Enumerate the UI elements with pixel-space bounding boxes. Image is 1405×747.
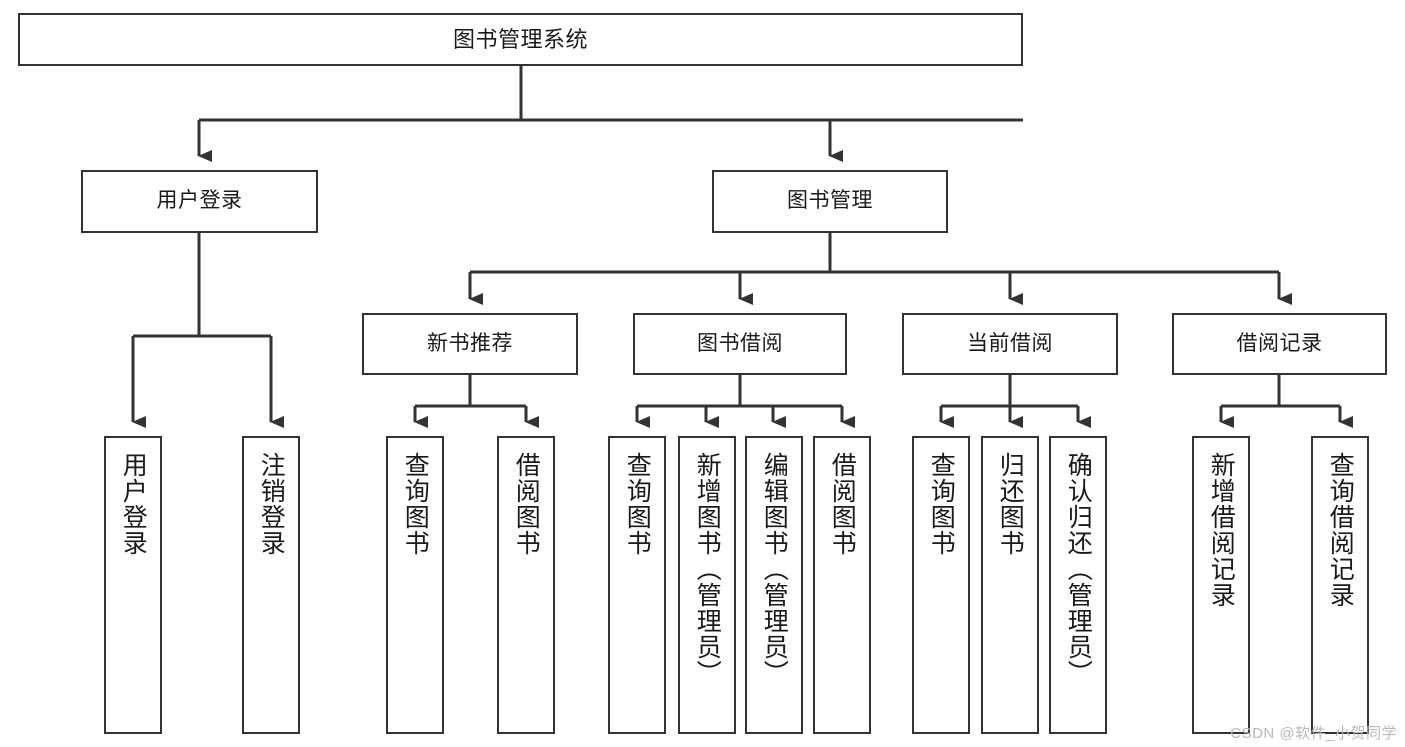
node-book-management-label: 图书管理 [787, 189, 873, 213]
node-root[interactable]: 图书管理系统 [18, 13, 1023, 66]
leaf-query-book-recommend[interactable]: 查询图书 [386, 436, 444, 734]
node-borrow-record-label: 借阅记录 [1236, 331, 1323, 355]
leaf-borrow-book[interactable]: 借阅图书 [813, 436, 871, 734]
node-book-management[interactable]: 图书管理 [712, 170, 948, 233]
leaf-query-book-recommend-label: 查询图书 [401, 452, 430, 556]
leaf-edit-book-admin[interactable]: 编辑图书（管理员） [745, 436, 803, 734]
node-current-borrow[interactable]: 当前借阅 [902, 313, 1118, 375]
leaf-borrow-book-recommend[interactable]: 借阅图书 [497, 436, 555, 734]
watermark: CSDN @软件_小贺同学 [1230, 725, 1397, 742]
leaf-confirm-return-admin[interactable]: 确认归还（管理员） [1049, 436, 1107, 734]
node-book-borrow-label: 图书借阅 [697, 331, 783, 355]
node-new-book-recommend-label: 新书推荐 [427, 331, 513, 355]
leaf-add-borrow-record-label: 新增借阅记录 [1207, 452, 1236, 608]
node-book-borrow[interactable]: 图书借阅 [633, 313, 847, 375]
leaf-confirm-return-admin-label: 确认归还（管理员） [1064, 452, 1093, 686]
node-user-login-label: 用户登录 [156, 189, 243, 213]
leaf-query-book-current[interactable]: 查询图书 [912, 436, 970, 734]
leaf-query-book-borrow-label: 查询图书 [623, 452, 652, 556]
node-root-label: 图书管理系统 [452, 26, 588, 52]
leaf-add-borrow-record[interactable]: 新增借阅记录 [1192, 436, 1250, 734]
leaf-return-book-label: 归还图书 [996, 452, 1025, 556]
leaf-query-borrow-record-label: 查询借阅记录 [1326, 452, 1355, 608]
leaf-edit-book-admin-label: 编辑图书（管理员） [760, 452, 789, 686]
leaf-return-book[interactable]: 归还图书 [981, 436, 1039, 734]
leaf-query-borrow-record[interactable]: 查询借阅记录 [1311, 436, 1369, 734]
leaf-query-book-current-label: 查询图书 [927, 452, 956, 556]
leaf-add-book-admin-label: 新增图书（管理员） [693, 452, 722, 686]
leaf-logout[interactable]: 注销登录 [242, 436, 300, 734]
node-borrow-record[interactable]: 借阅记录 [1172, 313, 1387, 375]
leaf-query-book-borrow[interactable]: 查询图书 [608, 436, 666, 734]
node-user-login[interactable]: 用户登录 [81, 170, 318, 233]
leaf-borrow-book-label: 借阅图书 [828, 452, 857, 556]
leaf-logout-label: 注销登录 [257, 452, 286, 556]
node-new-book-recommend[interactable]: 新书推荐 [362, 313, 578, 375]
leaf-borrow-book-recommend-label: 借阅图书 [512, 452, 541, 556]
leaf-add-book-admin[interactable]: 新增图书（管理员） [678, 436, 736, 734]
node-current-borrow-label: 当前借阅 [967, 331, 1053, 355]
leaf-user-login-label: 用户登录 [119, 452, 148, 556]
leaf-user-login[interactable]: 用户登录 [104, 436, 162, 734]
